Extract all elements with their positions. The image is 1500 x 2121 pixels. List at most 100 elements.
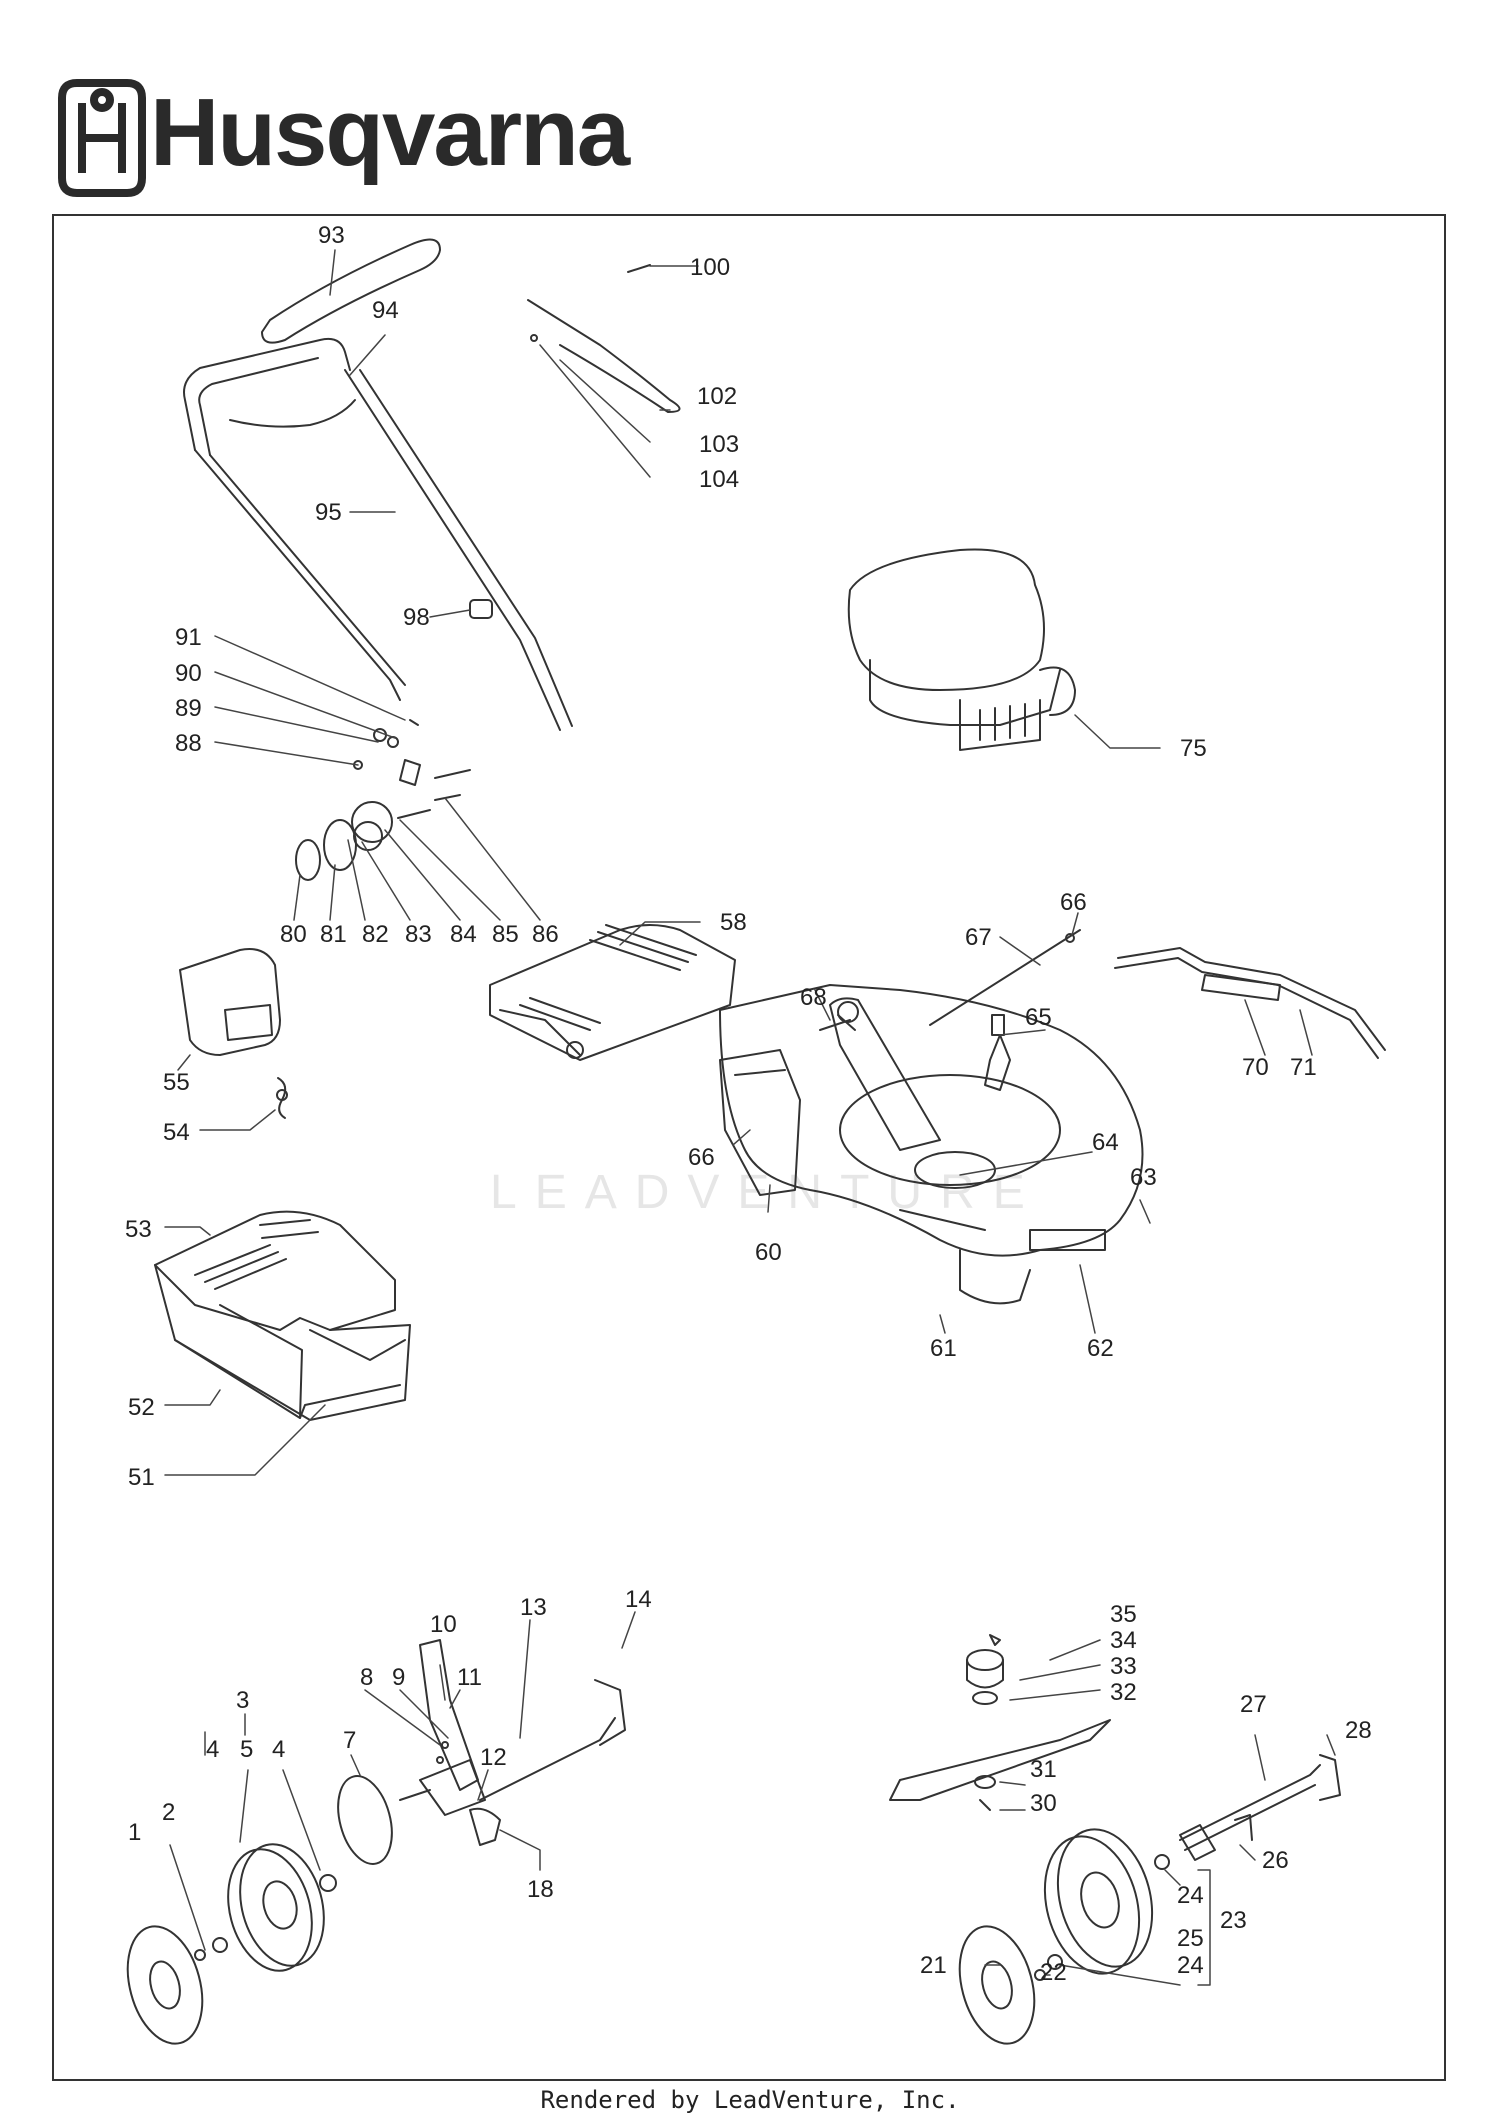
upper-handle-part-94-95: [183, 337, 573, 731]
wheel-cover-part-7: [337, 1775, 393, 1865]
callout-55: 55: [163, 1069, 190, 1096]
grass-catcher-plug-part-55: [179, 948, 281, 1056]
callout-98: 98: [403, 604, 430, 631]
callout-54: 54: [163, 1119, 190, 1146]
callout-11: 11: [457, 1664, 482, 1691]
washer-parts-2-5: [194, 1874, 337, 1961]
callout-90: 90: [175, 660, 202, 687]
front-axle-bracket-parts-8-18: [399, 1639, 626, 1846]
callout-22: 22: [1040, 1959, 1067, 1986]
callout-83: 83: [405, 921, 432, 948]
brand-wordmark: Husqvarna: [150, 79, 630, 186]
callout-31: 31: [1030, 1756, 1057, 1783]
callout-3: 3: [236, 1687, 249, 1714]
callout-104: 104: [699, 466, 739, 493]
callout-4-left: 4: [206, 1736, 219, 1763]
callout-26: 26: [1262, 1847, 1289, 1874]
callout-67: 67: [965, 924, 992, 951]
callout-12: 12: [480, 1744, 507, 1771]
callout-81: 81: [320, 921, 347, 948]
callout-9: 9: [392, 1664, 405, 1691]
callout-5: 5: [240, 1736, 253, 1763]
callout-51: 51: [128, 1464, 155, 1491]
callout-25: 25: [1177, 1925, 1204, 1952]
callout-71: 71: [1290, 1054, 1317, 1081]
callout-32: 32: [1110, 1679, 1137, 1706]
callout-91: 91: [175, 624, 202, 651]
callout-14: 14: [625, 1586, 652, 1613]
callout-103: 103: [699, 431, 739, 458]
callout-61: 61: [930, 1335, 957, 1362]
callout-95: 95: [315, 499, 342, 526]
callout-27: 27: [1240, 1691, 1267, 1718]
callout-58: 58: [720, 909, 747, 936]
callout-34: 34: [1110, 1627, 1137, 1654]
husqvarna-crown-logo-icon: [58, 79, 146, 197]
deflector-part-58: [489, 924, 736, 1061]
callout-94: 94: [372, 297, 399, 324]
callout-10: 10: [430, 1611, 457, 1638]
callout-66-side: 66: [688, 1144, 715, 1171]
callout-13: 13: [520, 1594, 547, 1621]
callout-24-bottom: 24: [1177, 1952, 1204, 1979]
rod-part-67: [929, 929, 1081, 1026]
callout-93: 93: [318, 222, 345, 249]
cable-parts-100-104: [527, 264, 681, 413]
callout-7: 7: [343, 1727, 356, 1754]
blade-parts-30-35: [889, 1634, 1111, 1811]
engine-part-75: [847, 548, 1076, 751]
callout-1: 1: [128, 1819, 141, 1846]
watermark-text: LEADVENTURE: [490, 1166, 1043, 1219]
rear-axle-parts-26-28: [1179, 1754, 1341, 1861]
callout-60: 60: [755, 1239, 782, 1266]
height-lever-part-65: [984, 1014, 1011, 1091]
rear-axle-plate-part-66-68: [719, 997, 941, 1196]
callout-68: 68: [800, 984, 827, 1011]
diagram-frame: [52, 214, 1446, 2081]
deck-part-62-63: [719, 984, 1144, 1305]
callout-23: 23: [1220, 1907, 1247, 1934]
grass-bag-part-51-52: [154, 1264, 411, 1421]
callout-86: 86: [532, 921, 559, 948]
callout-85: 85: [492, 921, 519, 948]
callout-30: 30: [1030, 1790, 1057, 1817]
rear-hubcap-part-21: [958, 1925, 1036, 2045]
callout-89: 89: [175, 695, 202, 722]
handle-hardware-parts-88-91: [353, 719, 421, 786]
callout-52: 52: [128, 1394, 155, 1421]
callout-64: 64: [1092, 1129, 1119, 1156]
callout-80: 80: [280, 921, 307, 948]
callout-70: 70: [1242, 1054, 1269, 1081]
callout-8: 8: [360, 1664, 373, 1691]
hubcap-part-1: [126, 1925, 204, 2045]
callout-65: 65: [1025, 1004, 1052, 1031]
callout-88: 88: [175, 730, 202, 757]
leader-lines: [164, 249, 1336, 1986]
height-adjuster-parts-80-86: [295, 769, 471, 881]
callout-4-right: 4: [272, 1736, 285, 1763]
callout-21: 21: [920, 1952, 947, 1979]
callout-62: 62: [1087, 1335, 1114, 1362]
wheel-part-3-4: [227, 1843, 325, 1972]
callout-100: 100: [690, 254, 730, 281]
callout-35: 35: [1110, 1601, 1137, 1628]
callout-75: 75: [1180, 735, 1207, 762]
callout-102: 102: [697, 383, 737, 410]
spring-part-54: [276, 1077, 288, 1119]
rear-flap-rod-part-70-71: [1114, 947, 1386, 1059]
callout-24-top: 24: [1177, 1882, 1204, 1909]
handle-knob-part-98: [469, 599, 493, 619]
handle-grip-part-93: [261, 238, 441, 344]
callout-53: 53: [125, 1216, 152, 1243]
callout-18: 18: [527, 1876, 554, 1903]
callout-82: 82: [362, 921, 389, 948]
callout-33: 33: [1110, 1653, 1137, 1680]
callout-63: 63: [1130, 1164, 1157, 1191]
rear-wheel-parts-23-25: [1043, 1828, 1170, 1975]
bag-frame-part-53: [154, 1210, 396, 1331]
callout-66-top: 66: [1060, 889, 1087, 916]
footer-credit: Rendered by LeadVenture, Inc.: [540, 2086, 960, 2114]
callout-2: 2: [162, 1799, 175, 1826]
callout-28: 28: [1345, 1717, 1372, 1744]
